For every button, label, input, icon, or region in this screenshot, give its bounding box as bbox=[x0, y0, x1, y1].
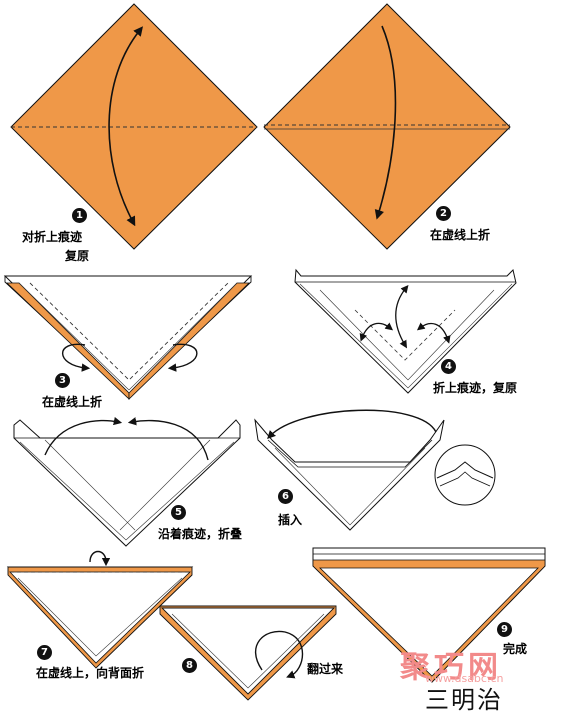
page-title: 三明治 bbox=[425, 686, 503, 714]
fold-arrow bbox=[61, 343, 91, 372]
step-7-badge: 7 bbox=[37, 645, 52, 660]
step-1-label-2: 复原 bbox=[65, 249, 90, 263]
step4-figure bbox=[294, 268, 517, 394]
step1-figure bbox=[10, 3, 258, 250]
step2-figure bbox=[263, 3, 511, 250]
step3-figure bbox=[3, 275, 253, 400]
insert-arrow bbox=[267, 409, 437, 440]
step-9-label: 完成 bbox=[503, 642, 528, 656]
step6-figure bbox=[254, 409, 496, 531]
step-8-label: 翻过来 bbox=[307, 662, 344, 676]
watermark-brand: 聚巧网 bbox=[400, 650, 502, 685]
step-6-label: 插入 bbox=[278, 513, 303, 527]
step-5-badge: 5 bbox=[171, 505, 186, 520]
step-3-badge: 3 bbox=[55, 373, 70, 388]
step-1-label: 对折上痕迹 bbox=[22, 230, 83, 244]
step5-figure bbox=[13, 416, 241, 547]
detail-circle bbox=[434, 444, 496, 506]
flip-arrow bbox=[255, 630, 304, 679]
step-9-badge: 9 bbox=[497, 622, 512, 637]
step-7-label: 在虚线上，向背面折 bbox=[36, 666, 145, 680]
watermark-url: www.dsabc.cn bbox=[425, 672, 504, 685]
fold-arrow bbox=[167, 343, 198, 372]
fold-arrow bbox=[127, 417, 209, 461]
step-1-badge: 1 bbox=[72, 208, 87, 223]
step8-figure bbox=[159, 605, 337, 701]
step9-figure bbox=[312, 547, 546, 683]
step-4-badge: 4 bbox=[441, 359, 456, 374]
step-6-badge: 6 bbox=[278, 489, 293, 504]
fold-arrow bbox=[89, 550, 111, 567]
step-2-badge: 2 bbox=[436, 206, 451, 221]
fold-arrow bbox=[108, 26, 143, 227]
step-3-label: 在虚线上折 bbox=[42, 395, 103, 409]
step-4-label: 折上痕迹，复原 bbox=[433, 381, 518, 395]
fold-arrow bbox=[374, 25, 397, 220]
step-2-label: 在虚线上折 bbox=[430, 228, 491, 242]
step-8-badge: 8 bbox=[182, 658, 197, 673]
step-5-label: 沿着痕迹，折叠 bbox=[158, 527, 243, 541]
fold-arrow bbox=[416, 322, 451, 344]
step7-figure bbox=[6, 550, 194, 669]
fold-arrow bbox=[359, 322, 394, 342]
fold-arrow bbox=[44, 416, 123, 456]
fold-arrow bbox=[395, 284, 409, 349]
